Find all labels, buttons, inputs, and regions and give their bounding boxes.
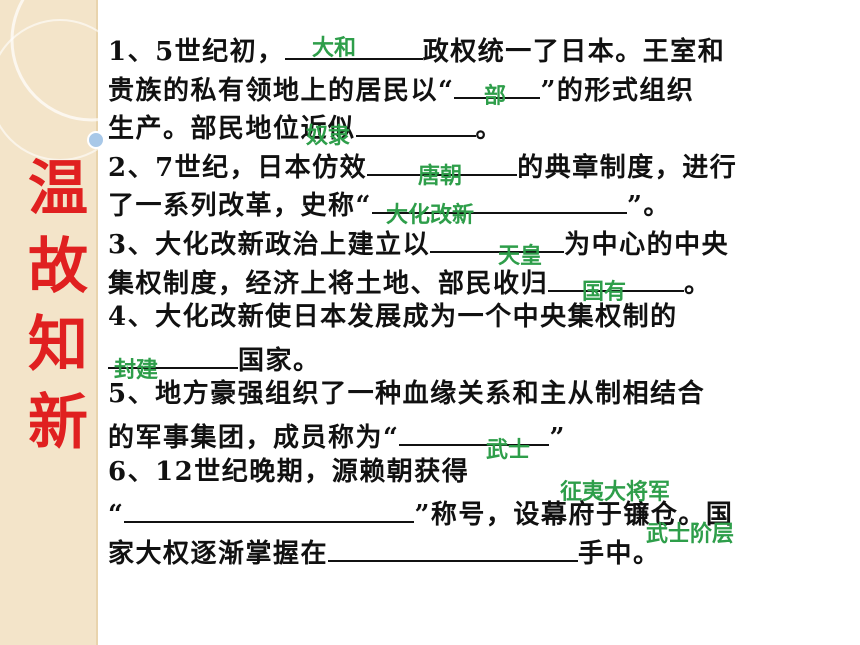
side-title: 温 故 知 新: [18, 150, 98, 462]
answer-blank[interactable]: [328, 530, 579, 562]
answer-blank[interactable]: [124, 491, 415, 524]
question-text: 。: [684, 268, 712, 299]
answer-taika: 大化改新: [386, 203, 475, 228]
question-line: “ ”称号，设幕府于镰仓。国: [108, 491, 843, 530]
answer-shogun: 征夷大将军: [560, 480, 671, 505]
question-text: 4、大化改新使日本发展成为一个中央集权制的: [108, 302, 678, 333]
answer-blank[interactable]: [371, 182, 627, 215]
question-text: 。: [475, 114, 504, 145]
question-text: 1、5世纪初，: [108, 37, 285, 67]
question-text: ”。: [626, 191, 671, 222]
question-line: 贵族的私有领地上的居民以“ ”的形式组织: [108, 67, 843, 106]
question-list: 1、5世纪初，政权统一了日本。王室和贵族的私有领地上的居民以“”的形式组织生产。…: [108, 28, 843, 569]
question-line: 生产。部民地位近似 。: [108, 105, 843, 144]
answer-tang: 唐朝: [418, 164, 463, 189]
question-line: 4、大化改新使日本发展成为一个中央集权制的: [108, 298, 843, 337]
answer-yamato: 大和: [312, 36, 357, 61]
answer-blank[interactable]: [108, 337, 238, 369]
question-line: 的军事集团，成员称为“ ”: [108, 414, 843, 453]
answer-blank[interactable]: [454, 67, 541, 99]
question-text: 集权制度，经济上将土地、部民收归: [108, 268, 549, 299]
answer-slave: 奴隶: [306, 124, 351, 149]
question-text: ”称号，设幕府于镰仓。国: [414, 500, 734, 531]
question-line: 1、5世纪初， 政权统一了日本。王室和: [108, 28, 843, 67]
side-title-char: 温: [28, 154, 88, 224]
question-line: 家大权逐渐掌握在 手中。: [108, 530, 843, 569]
question-line: 3、大化改新政治上建立以 为中心的中央: [108, 221, 843, 260]
question-text: 贵族的私有领地上的居民以“: [108, 75, 455, 106]
question-text: 5、地方豪强组织了一种血缘关系和主从制相结合: [108, 379, 706, 410]
question-text: 3、大化改新政治上建立以: [108, 229, 431, 260]
answer-be: 部: [484, 84, 507, 109]
question-line: 2、7世纪，日本仿效 的典章制度，进行: [108, 144, 843, 183]
question-line: 6、12世纪晚期，源赖朝获得: [108, 453, 843, 492]
question-text: 手中。: [578, 538, 661, 569]
question-text: ”: [549, 422, 566, 453]
answer-blank[interactable]: [284, 28, 423, 60]
answer-samurai-class: 武士阶层: [646, 522, 735, 547]
answer-tenno: 天皇: [498, 244, 543, 269]
answer-blank[interactable]: [399, 414, 550, 446]
question-line: 5、地方豪强组织了一种血缘关系和主从制相结合: [108, 375, 843, 414]
question-text: 的军事集团，成员称为“: [108, 422, 400, 453]
question-line: 了一系列改革，史称“ ”。: [108, 182, 843, 221]
question-line: 国家。: [108, 337, 843, 376]
question-text: “: [108, 500, 125, 531]
side-title-char: 知: [28, 310, 88, 380]
question-text: 家大权逐渐掌握在: [108, 538, 329, 569]
answer-blank[interactable]: [548, 260, 685, 292]
question-text: 政权统一了日本。王室和: [422, 37, 726, 67]
answer-samurai: 武士: [486, 438, 531, 463]
question-text: 为中心的中央: [564, 229, 730, 260]
question-text: 2、7世纪，日本仿效: [108, 152, 368, 183]
question-text: 国家。: [238, 345, 321, 376]
question-text: ”的形式组织: [540, 75, 695, 106]
answer-blank[interactable]: [430, 221, 565, 253]
answer-blank[interactable]: [355, 105, 476, 138]
answer-feudal: 封建: [114, 358, 159, 383]
answer-state: 国有: [582, 280, 627, 305]
side-title-char: 新: [28, 388, 88, 458]
question-text: 6、12世纪晚期，源赖朝获得: [108, 456, 470, 487]
question-text: 了一系列改革，史称“: [108, 191, 372, 222]
question-text: 的典章制度，进行: [517, 152, 738, 183]
answer-blank[interactable]: [367, 144, 518, 176]
question-line: 集权制度，经济上将土地、部民收归 。: [108, 260, 843, 299]
side-title-char: 故: [28, 232, 88, 302]
question-text: 生产。部民地位近似: [108, 114, 356, 145]
